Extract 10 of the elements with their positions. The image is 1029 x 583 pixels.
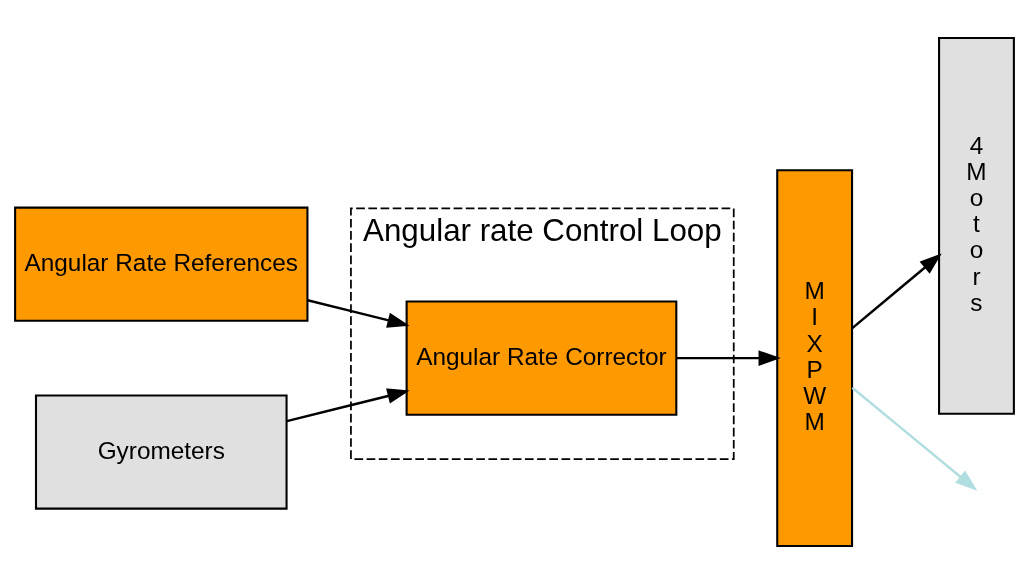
node-box: Angular Rate References — [14, 206, 309, 322]
arrow — [851, 252, 942, 329]
node-box: M I X P W M — [776, 168, 854, 547]
arrow — [307, 298, 410, 328]
arrow — [676, 349, 781, 366]
node-box: 4 M o t o r s — [938, 36, 1015, 415]
node-box: Gyrometers — [34, 394, 288, 510]
arrow — [851, 386, 978, 491]
arrow — [286, 387, 410, 422]
node-box: Angular Rate Corrector — [405, 300, 678, 416]
